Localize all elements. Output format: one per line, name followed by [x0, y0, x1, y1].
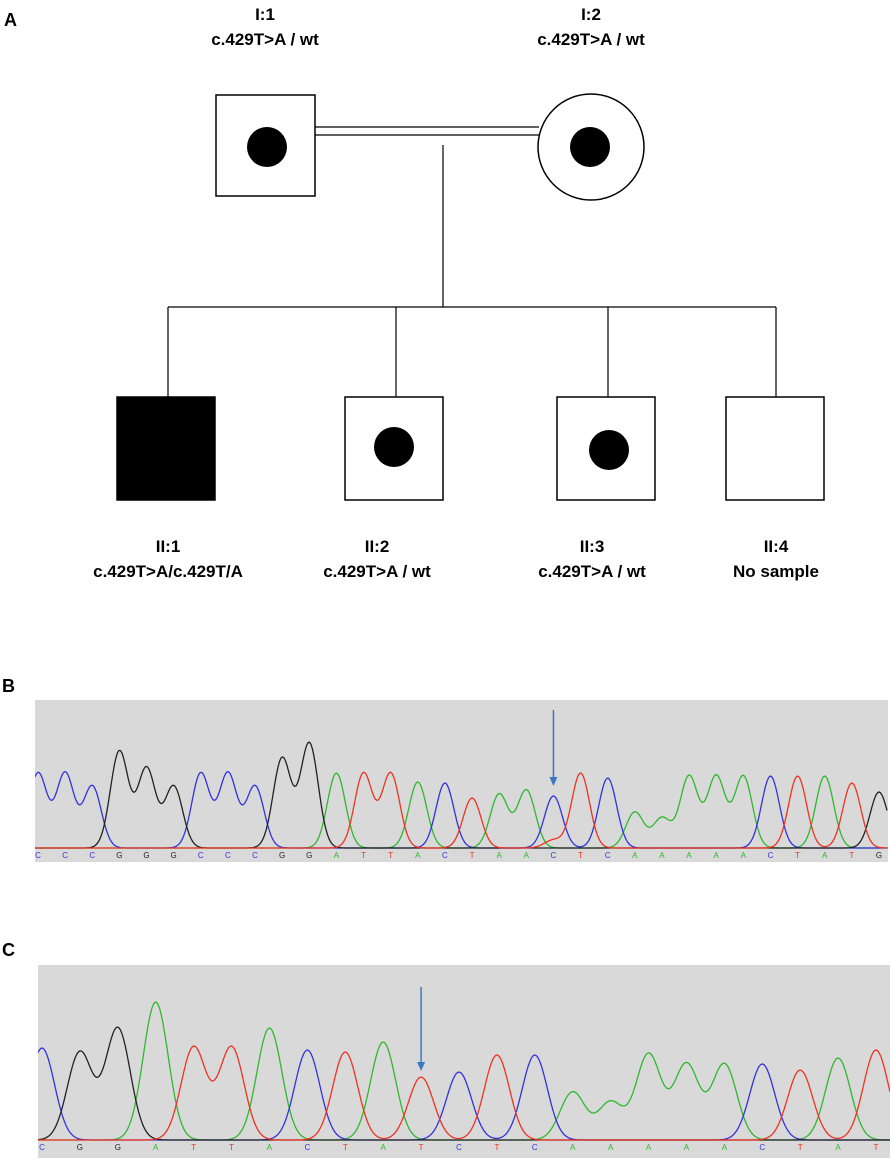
- base-call: T: [229, 1143, 234, 1152]
- member-id: I:1: [255, 5, 275, 24]
- panel-c-letter: C: [2, 940, 15, 960]
- member-label-II-3: II:3 c.429T>A / wt: [538, 534, 646, 584]
- trace-c: [38, 1047, 890, 1141]
- base-call: T: [388, 851, 393, 860]
- pedigree-chart: [116, 93, 825, 501]
- member-label-II-2: II:2 c.429T>A / wt: [323, 534, 431, 584]
- member-genotype: c.429T>A / wt: [211, 30, 319, 49]
- trace-a: [35, 772, 887, 849]
- panel-b-letter: B: [2, 676, 15, 696]
- base-call: G: [306, 851, 312, 860]
- base-call: C: [198, 851, 204, 860]
- carrier-dot-I-2: [570, 127, 610, 167]
- base-call: C: [62, 851, 68, 860]
- base-call: T: [470, 851, 475, 860]
- carrier-dot-I-1: [247, 127, 287, 167]
- base-call: A: [822, 851, 828, 860]
- variant-arrow-icon: [549, 777, 558, 786]
- base-call: A: [659, 851, 665, 860]
- base-call: C: [759, 1143, 765, 1152]
- base-call: A: [153, 1143, 159, 1152]
- panel-a-letter: A: [4, 10, 17, 30]
- base-call: A: [570, 1143, 576, 1152]
- variant-arrow-icon: [417, 1062, 426, 1071]
- base-call: A: [415, 851, 421, 860]
- male-unknown-II-4: [725, 396, 825, 501]
- member-genotype: c.429T>A / wt: [538, 562, 646, 581]
- base-call: C: [304, 1143, 310, 1152]
- member-genotype: c.429T>A / wt: [537, 30, 645, 49]
- base-call: C: [768, 851, 774, 860]
- base-call: G: [876, 851, 882, 860]
- base-call: C: [442, 851, 448, 860]
- member-genotype: c.429T>A/c.429T/A: [93, 562, 243, 581]
- base-call: T: [191, 1143, 196, 1152]
- member-label-I-1: I:1 c.429T>A / wt: [211, 2, 319, 52]
- base-call: C: [551, 851, 557, 860]
- base-call: A: [632, 851, 638, 860]
- member-label-II-4: II:4 No sample: [733, 534, 819, 584]
- base-call: G: [115, 1143, 121, 1152]
- base-call: C: [89, 851, 95, 860]
- base-call: T: [849, 851, 854, 860]
- male-affected-II-1: [116, 396, 216, 501]
- member-label-I-2: I:2 c.429T>A / wt: [537, 2, 645, 52]
- base-call: A: [608, 1143, 614, 1152]
- base-call: A: [646, 1143, 652, 1152]
- base-call: C: [35, 851, 41, 860]
- base-call: T: [874, 1143, 879, 1152]
- member-label-II-1: II:1 c.429T>A/c.429T/A: [93, 534, 243, 584]
- base-call: A: [722, 1143, 728, 1152]
- base-call: C: [225, 851, 231, 860]
- member-genotype: c.429T>A / wt: [323, 562, 431, 581]
- base-call: G: [143, 851, 149, 860]
- member-id: II:3: [579, 537, 605, 556]
- member-id: II:4: [763, 537, 789, 556]
- base-call: G: [279, 851, 285, 860]
- base-call: G: [171, 851, 177, 860]
- trace-t: [38, 1045, 890, 1141]
- base-call: G: [77, 1143, 83, 1152]
- base-call: T: [578, 851, 583, 860]
- base-call: T: [419, 1143, 424, 1152]
- base-call: A: [381, 1143, 387, 1152]
- member-id: II:1: [155, 537, 181, 556]
- base-call: A: [524, 851, 530, 860]
- trace-c: [35, 770, 887, 849]
- base-call: A: [334, 851, 340, 860]
- base-call: C: [532, 1143, 538, 1152]
- base-call: T: [795, 851, 800, 860]
- base-call: G: [116, 851, 122, 860]
- member-id: I:2: [581, 5, 601, 24]
- base-call: A: [835, 1143, 841, 1152]
- trace-t: [35, 771, 888, 849]
- base-call: A: [267, 1143, 273, 1152]
- carrier-dot-II-3: [589, 430, 629, 470]
- base-call: A: [684, 1143, 690, 1152]
- carrier-dot-II-2: [374, 427, 414, 467]
- base-call: A: [686, 851, 692, 860]
- base-call: C: [605, 851, 611, 860]
- base-call: T: [343, 1143, 348, 1152]
- trace-a: [38, 1001, 890, 1141]
- member-id: II:2: [364, 537, 390, 556]
- base-call: C: [39, 1143, 45, 1152]
- base-call: A: [741, 851, 747, 860]
- base-call: C: [456, 1143, 462, 1152]
- base-call: A: [714, 851, 720, 860]
- member-genotype: No sample: [733, 562, 819, 581]
- base-call: A: [497, 851, 503, 860]
- base-call: T: [494, 1143, 499, 1152]
- base-call: T: [361, 851, 366, 860]
- base-call: T: [798, 1143, 803, 1152]
- base-call: C: [252, 851, 258, 860]
